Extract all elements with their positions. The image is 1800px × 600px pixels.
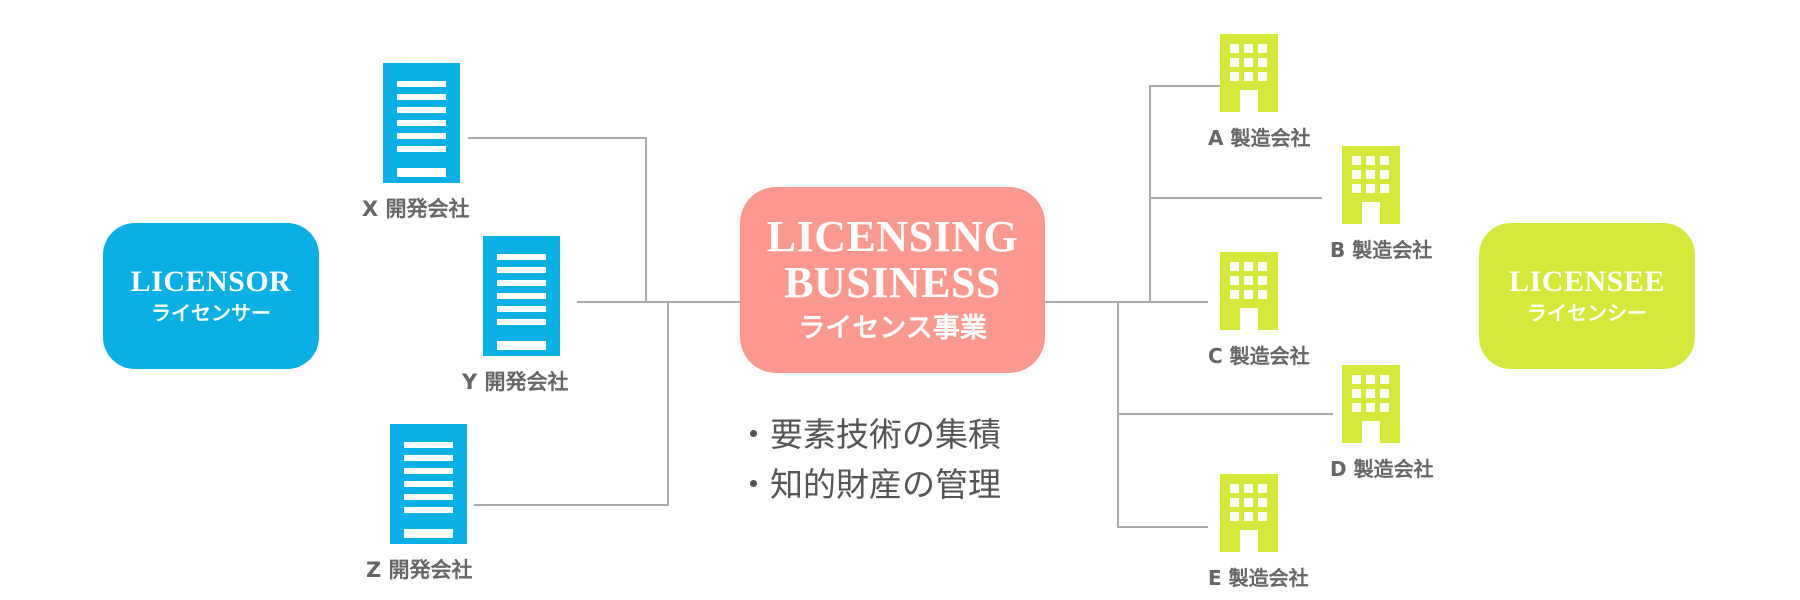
building-icon [1220,252,1278,330]
connector-x-to-center [468,137,647,302]
manufacturer-label-a: A 製造会社 [1208,126,1311,150]
licensee-subtitle: ライセンシー [1527,301,1647,325]
licensee-title: LICENSEE [1509,265,1665,298]
building-icon [1342,146,1400,224]
licensee-box: LICENSEE ライセンシー [1479,223,1695,369]
business-bullets: ・要素技術の集積 ・知的財産の管理 [737,410,1001,510]
connector-z-to-center [474,302,669,506]
connector-d-e-branch [1117,302,1208,528]
licensing-business-box: LICENSING BUSINESS ライセンス事業 [740,187,1045,373]
licensor-box: LICENSOR ライセンサー [103,223,319,369]
manufacturer-label-b: B 製造会社 [1330,238,1433,262]
document-icon [390,424,467,544]
center-title-line2: BUSINESS [784,258,1001,307]
connector-lines [468,85,1333,528]
bullet-item: ・知的財産の管理 [737,465,1001,504]
developer-label-x: X 開発会社 [362,197,470,221]
licensor-title: LICENSOR [130,265,292,298]
document-icon [383,63,460,183]
center-title-line1: LICENSING [766,212,1019,261]
connector-a [1149,85,1220,302]
bullet-item: ・要素技術の集積 [737,415,1001,454]
developer-label-z: Z 開発会社 [366,558,473,582]
manufacturer-label-d: D 製造会社 [1330,457,1434,481]
document-icon [483,236,560,356]
developer-label-y: Y 開発会社 [462,370,569,394]
manufacturer-label-c: C 製造会社 [1208,344,1310,368]
manufacturer-label-e: E 製造会社 [1208,566,1309,590]
building-icon [1342,365,1400,443]
building-icon [1220,474,1278,552]
center-subtitle: ライセンス事業 [798,313,987,344]
building-icon [1220,34,1278,112]
licensor-subtitle: ライセンサー [151,301,271,325]
